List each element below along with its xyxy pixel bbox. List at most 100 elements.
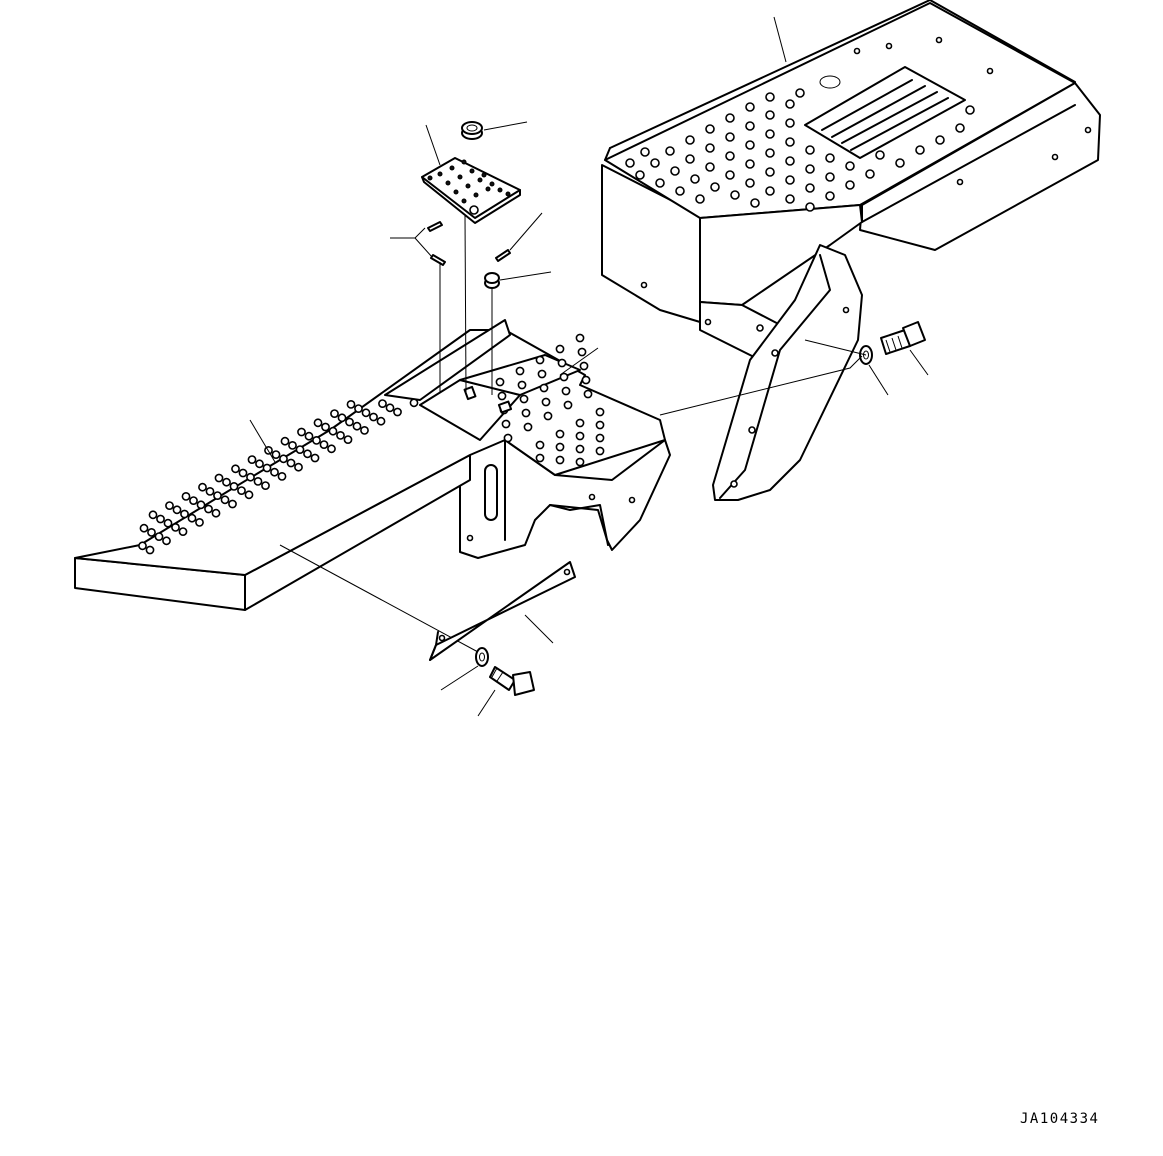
leader-washer-right bbox=[868, 364, 889, 396]
perforation-hole bbox=[313, 418, 323, 428]
perforation-hole bbox=[319, 440, 329, 449]
perforation-hole bbox=[211, 508, 221, 518]
perforation-hole bbox=[535, 355, 545, 365]
assembly-line-small-plate bbox=[464, 214, 467, 393]
perforation-hole bbox=[537, 369, 547, 379]
perforation-hole bbox=[352, 421, 362, 431]
leader-washer bbox=[440, 665, 479, 691]
non-slip-tread bbox=[804, 66, 966, 159]
perforation-hole bbox=[165, 501, 174, 510]
perforation-hole bbox=[271, 450, 281, 459]
perforation-hole bbox=[555, 442, 565, 452]
perforation-hole bbox=[583, 389, 593, 399]
perforation-hole bbox=[535, 440, 545, 450]
perforation-hole bbox=[595, 446, 605, 456]
perforation-hole bbox=[543, 411, 553, 421]
leader-bolt bbox=[477, 689, 496, 717]
perforation-hole bbox=[539, 383, 549, 393]
perforation-hole bbox=[172, 505, 182, 515]
perforation-hole bbox=[205, 486, 215, 496]
leader-clip-2 bbox=[509, 212, 543, 251]
perforation-hole bbox=[595, 407, 605, 417]
perforation-hole bbox=[231, 464, 240, 474]
perforation-hole bbox=[327, 444, 336, 454]
perforation-hole bbox=[228, 499, 237, 509]
perforation-hole bbox=[376, 416, 386, 426]
perforation-hole bbox=[229, 481, 239, 491]
perforation-hole bbox=[541, 397, 551, 407]
perforation-hole bbox=[312, 435, 321, 445]
perforation-hole bbox=[295, 445, 305, 454]
perforation-hole bbox=[557, 358, 567, 368]
perforation-hole bbox=[187, 513, 197, 523]
perforation-hole bbox=[559, 372, 569, 382]
perforation-hole bbox=[154, 532, 164, 541]
perforation-hole bbox=[523, 422, 533, 432]
perforation-hole bbox=[255, 459, 264, 469]
stiffener-plate bbox=[429, 561, 576, 661]
perforation-hole bbox=[261, 481, 270, 490]
perforation-hole bbox=[555, 429, 565, 439]
perforation-hole bbox=[189, 496, 198, 505]
perforation-hole bbox=[297, 427, 306, 437]
perforation-hole bbox=[360, 425, 369, 435]
perforation-hole bbox=[181, 491, 191, 501]
perforation-hole bbox=[577, 347, 587, 357]
perforation-hole bbox=[369, 412, 378, 422]
perforation-hole bbox=[328, 426, 338, 436]
perforation-hole bbox=[346, 399, 356, 409]
leader-small-plate bbox=[425, 124, 441, 166]
perforation-hole bbox=[378, 399, 387, 408]
perforation-hole bbox=[575, 431, 585, 441]
perforation-hole bbox=[178, 527, 188, 536]
bolt-right bbox=[880, 321, 926, 355]
perforation-hole bbox=[280, 436, 290, 446]
perforation-hole bbox=[222, 477, 231, 487]
perforation-hole bbox=[303, 449, 312, 459]
perforation-hole bbox=[563, 400, 573, 410]
perforation-hole bbox=[535, 453, 545, 463]
perforation-hole bbox=[247, 455, 257, 464]
perforation-hole bbox=[343, 435, 353, 444]
perforation-hole bbox=[385, 403, 395, 413]
perforation-hole bbox=[156, 514, 165, 524]
perforation-hole bbox=[213, 491, 222, 500]
perforation-hole bbox=[519, 394, 529, 404]
perforation-hole bbox=[244, 490, 254, 500]
perforation-hole bbox=[310, 453, 320, 463]
perforation-hole bbox=[575, 418, 585, 428]
leader-main-step bbox=[249, 419, 276, 463]
perforation-hole bbox=[336, 430, 345, 440]
leader-rubber-cap bbox=[483, 121, 528, 131]
perforation-hole bbox=[304, 431, 314, 441]
document-code: JA104334 bbox=[1020, 1111, 1100, 1127]
assembly-line-right bbox=[659, 355, 863, 416]
perforation-hole bbox=[501, 419, 511, 429]
perforation-hole bbox=[354, 404, 363, 413]
rear-step-bracket bbox=[712, 244, 863, 501]
perforation-hole bbox=[246, 472, 255, 482]
clip bbox=[427, 221, 511, 266]
leader-step-to-stiffener bbox=[279, 544, 479, 653]
perforation-hole bbox=[561, 386, 571, 396]
perforation-hole bbox=[409, 398, 419, 408]
perforation-hole bbox=[270, 467, 279, 477]
perforation-hole bbox=[147, 528, 156, 537]
plug bbox=[484, 272, 500, 289]
perforation-hole bbox=[294, 462, 303, 472]
perforation-hole bbox=[253, 476, 263, 486]
perforation-hole bbox=[238, 468, 248, 478]
perforation-hole bbox=[145, 545, 155, 555]
perforation-hole bbox=[575, 444, 585, 454]
perforation-hole bbox=[139, 523, 149, 533]
perforation-hole bbox=[497, 391, 507, 401]
perforation-hole bbox=[521, 408, 531, 418]
perforation-hole bbox=[393, 407, 402, 417]
perforation-hole bbox=[595, 433, 605, 443]
perforation-hole bbox=[595, 420, 605, 430]
perforation-hole bbox=[345, 417, 354, 427]
floor-plate-perforations bbox=[625, 88, 975, 212]
perforation-hole bbox=[555, 344, 565, 354]
leader-floor-plate bbox=[773, 16, 787, 63]
